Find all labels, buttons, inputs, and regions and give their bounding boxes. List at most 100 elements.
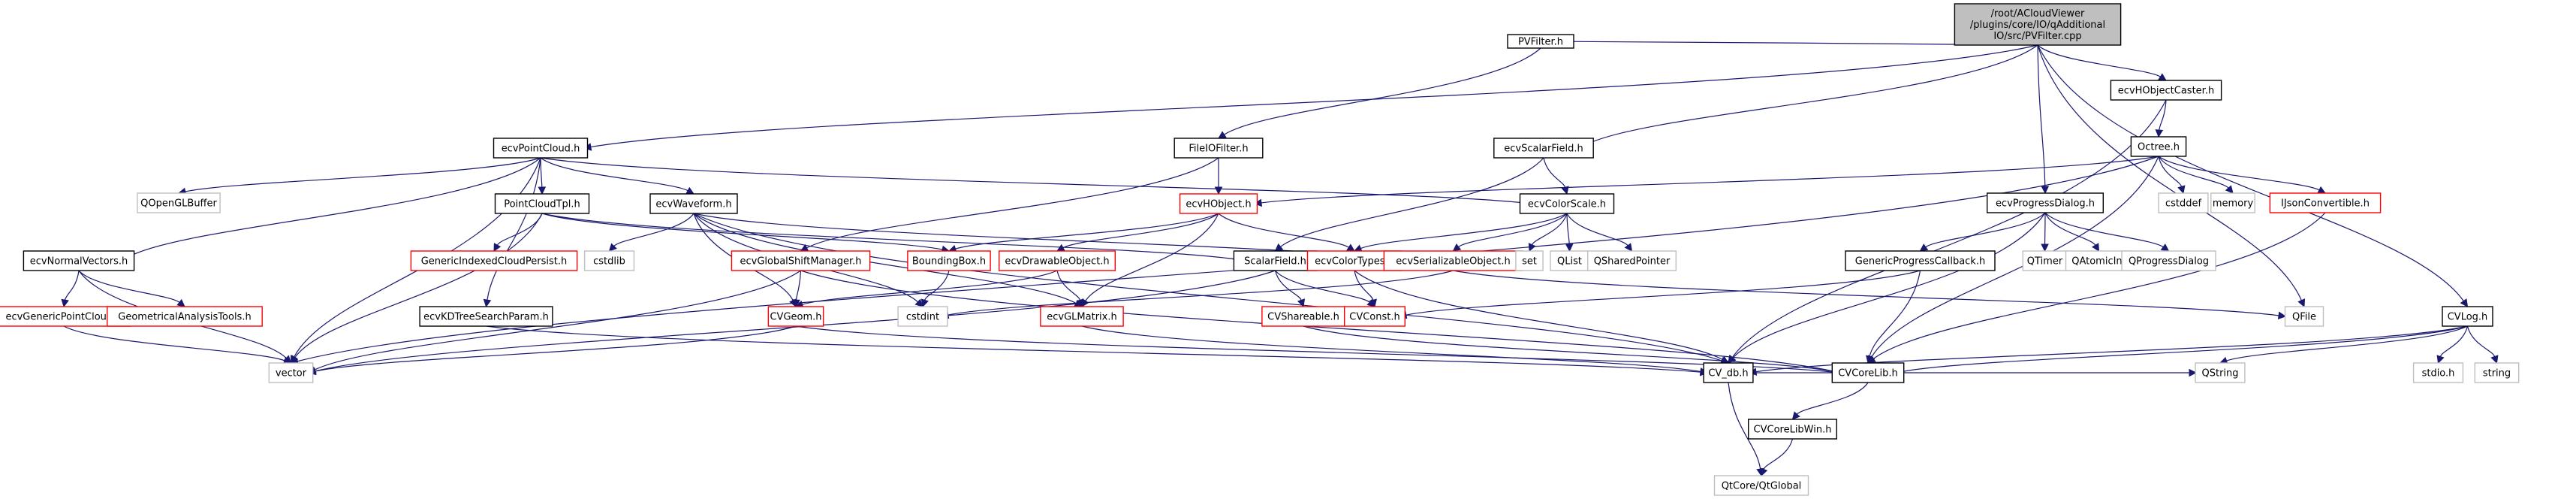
node-qtimer: QTimer: [2022, 250, 2068, 271]
edge-line: [185, 157, 541, 192]
edge-cv-db-h-to-qstring: [1749, 368, 2198, 377]
node-label: ecvDrawableObject.h: [1005, 256, 1109, 268]
edge-ecvcolortypes-h-to-cv-db-h: [1354, 270, 1729, 364]
node-genericindexedcloudpersist-h[interactable]: GenericIndexedCloudPersist.h: [410, 250, 578, 271]
edge-ecvcolorscale-h-to-set: [1528, 213, 1568, 253]
edge-cvlog-h-to-string: [2466, 325, 2499, 364]
node-box: [1845, 250, 1996, 271]
node-ecvserializableobject-h[interactable]: ecvSerializableObject.h: [1383, 250, 1523, 271]
edge-octree-h-to-cstddef: [2158, 156, 2186, 195]
node-ecvscalarfield-h[interactable]: ecvScalarField.h: [1493, 138, 1594, 159]
arrowhead-icon: [1056, 243, 1065, 252]
node-pvfilter-h[interactable]: PVFilter.h: [1507, 34, 1574, 49]
node-label: BoundingBox.h: [912, 256, 986, 268]
node-ecvcolorscale-h[interactable]: ecvColorScale.h: [1519, 193, 1615, 214]
edge-line: [2158, 156, 2320, 191]
edge-ecvscalarfield-h-to-scalarfield-h: [1274, 157, 1544, 252]
node-label: ecvGlobalShiftManager.h: [740, 256, 861, 268]
node-label: CVGeom.h: [770, 312, 821, 323]
edge-line: [1224, 47, 1541, 135]
node-geometricalanalysistools-h[interactable]: GeometricalAnalysisTools.h: [107, 306, 263, 327]
edge-cvcorelibwin-h-to-qtcore-qtglobal: [1760, 438, 1794, 477]
edge-line: [948, 270, 1454, 316]
node-string: string: [2474, 362, 2520, 383]
node-boundingbox-h[interactable]: BoundingBox.h: [907, 250, 991, 271]
node-scalarfield-h[interactable]: ScalarField.h: [1233, 250, 1318, 271]
node-box: [2158, 192, 2209, 213]
node-box: [998, 250, 1116, 271]
node-ecvwaveform-h[interactable]: ecvWaveform.h: [649, 193, 738, 214]
node-cvcorelib-h[interactable]: CVCoreLib.h: [1831, 362, 1905, 383]
arrowhead-icon: [1297, 298, 1306, 308]
node-label: GeometricalAnalysisTools.h: [118, 312, 251, 323]
node-cvgeom-h[interactable]: CVGeom.h: [767, 306, 824, 327]
node-ecvhobjectcaster-h[interactable]: ecvHObjectCaster.h: [2110, 80, 2222, 101]
node-ecvhobject-h[interactable]: ecvHObject.h: [1179, 193, 1258, 214]
edge-line: [2466, 325, 2496, 357]
node-label: ecvProgressDialog.h: [1996, 198, 2095, 210]
node-ecvnormalvectors-h[interactable]: ecvNormalVectors.h: [23, 250, 135, 271]
node-fileiofilter-h[interactable]: FileIOFilter.h: [1174, 138, 1264, 159]
arrowhead-icon: [1214, 186, 1223, 195]
arrowhead-icon: [176, 298, 185, 307]
node-cvshareable-h[interactable]: CVShareable.h: [1261, 306, 1345, 327]
edge-line: [1728, 382, 1761, 470]
node-label: ecvColorTypes.h: [1315, 256, 1394, 268]
arrowhead-icon: [290, 355, 299, 364]
arrowhead-icon: [1624, 243, 1633, 252]
edge-layer: [61, 37, 2499, 477]
node-box: [2195, 362, 2246, 383]
edge-line: [1218, 213, 1349, 248]
edge-line: [1458, 213, 1568, 248]
node-box: [1519, 193, 1615, 214]
edge-line: [297, 156, 2159, 362]
arrowhead-icon: [1919, 243, 1929, 252]
node-box: [1986, 192, 2104, 213]
arrowhead-icon: [1218, 131, 1227, 139]
node-octree-h[interactable]: Octree.h: [2130, 136, 2187, 157]
node-box: [907, 250, 991, 271]
node-cvlog-h[interactable]: CVLog.h: [2442, 306, 2493, 327]
edge-ecvpointcloud-h-to-pointcloudtpl-h: [538, 157, 547, 195]
node-ijsonconvertible-h[interactable]: IJsonConvertible.h: [2269, 192, 2382, 213]
node-qfile: QFile: [2284, 306, 2324, 327]
node-memory: memory: [2210, 192, 2255, 213]
node-cvconst-h[interactable]: CVConst.h: [1343, 306, 1406, 327]
node-label: QSharedPointer: [1594, 256, 1671, 268]
node-label: ecvNormalVectors.h: [30, 256, 128, 268]
arrowhead-icon: [1791, 411, 1800, 420]
edge-line: [1406, 270, 1921, 316]
node-ecvpointcloud-h[interactable]: ecvPointCloud.h: [493, 138, 589, 159]
node-label: ecvSerializableObject.h: [1396, 256, 1511, 268]
edge-line: [2044, 212, 2164, 248]
node-box: [649, 193, 738, 214]
edge-line: [1732, 212, 2046, 358]
node-ecvkdtreesearchparam-h[interactable]: ecvKDTreeSearchParam.h: [419, 306, 553, 327]
node-cv-db-h[interactable]: CV_db.h: [1703, 362, 1754, 383]
edge-root-to-qfile: [2037, 44, 2306, 308]
node-label: ecvScalarField.h: [1504, 144, 1583, 155]
arrowhead-icon: [1253, 198, 1263, 207]
node-box: [2022, 250, 2068, 271]
node-ecvglobalshiftmanager-h[interactable]: ecvGlobalShiftManager.h: [731, 250, 871, 271]
arrowhead-icon: [1528, 243, 1536, 253]
node-label: CVCoreLib.h: [1838, 368, 1898, 380]
node-cvcorelibwin-h[interactable]: CVCoreLibWin.h: [1747, 419, 1837, 440]
edge-line: [541, 213, 1240, 261]
node-box: [1703, 362, 1754, 383]
edge-line: [64, 270, 80, 301]
node-pointcloudtpl-h[interactable]: PointCloudTpl.h: [494, 193, 590, 214]
node-genericprogresscallback-h[interactable]: GenericProgressCallback.h: [1845, 250, 1996, 271]
node-ecvdrawableobject-h[interactable]: ecvDrawableObject.h: [998, 250, 1116, 271]
node-ecvglmatrix-h[interactable]: ecvGLMatrix.h: [1040, 306, 1124, 327]
node-label: cstddef: [2165, 198, 2202, 210]
arrowhead-icon: [2177, 185, 2186, 195]
arrowhead-icon: [1369, 298, 1377, 308]
node-ecvprogressdialog-h[interactable]: ecvProgressDialog.h: [1986, 192, 2104, 213]
node-label: QProgressDialog: [2129, 256, 2209, 268]
node-box: [2130, 136, 2187, 157]
edge-line: [1085, 213, 1219, 301]
node-box: [419, 306, 553, 327]
edge-line: [486, 325, 1701, 373]
arrowhead-icon: [2160, 243, 2170, 252]
